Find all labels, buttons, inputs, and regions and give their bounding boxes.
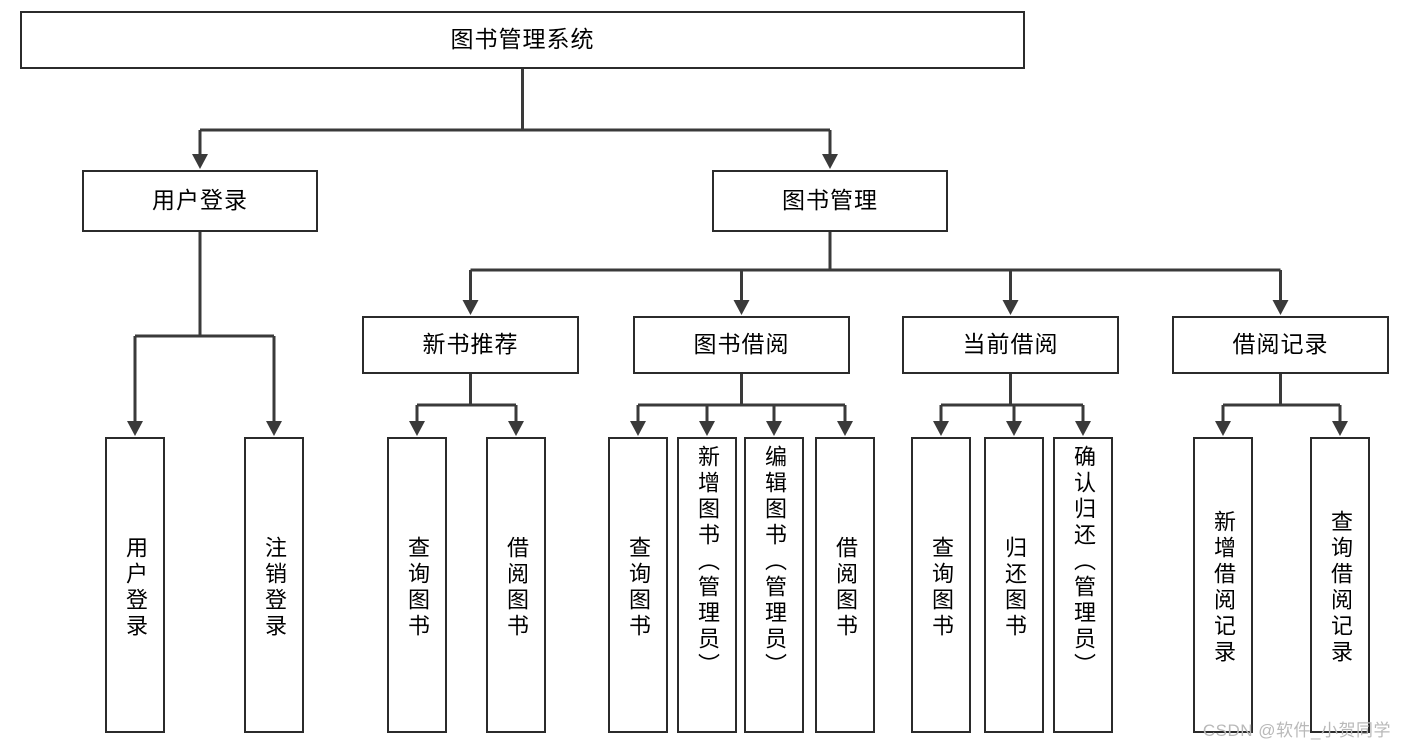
arrowhead-icon xyxy=(766,421,782,436)
node-current-borrow[interactable]: 当前借阅 xyxy=(902,316,1119,374)
node-leaf-query-book-borrow[interactable]: 查询图书 xyxy=(608,437,668,733)
node-leaf-return-book[interactable]: 归还图书 xyxy=(984,437,1044,733)
node-leaf-query-book-current[interactable]: 查询图书 xyxy=(911,437,971,733)
node-label-leaf-return-book: 归还图书 xyxy=(1001,536,1027,640)
node-label-leaf-borrow-book-rec: 借阅图书 xyxy=(503,536,529,640)
arrowhead-icon xyxy=(1215,421,1231,436)
node-label-current-borrow: 当前借阅 xyxy=(962,331,1059,358)
arrowhead-icon xyxy=(822,154,838,169)
node-leaf-query-record[interactable]: 查询借阅记录 xyxy=(1310,437,1370,733)
node-label-leaf-query-book-rec: 查询图书 xyxy=(404,536,430,640)
node-label-leaf-add-record: 新增借阅记录 xyxy=(1210,510,1236,666)
node-root[interactable]: 图书管理系统 xyxy=(20,11,1025,69)
arrowhead-icon xyxy=(409,421,425,436)
arrowhead-icon xyxy=(733,300,750,315)
node-leaf-confirm-return[interactable]: 确认归还（管理员） xyxy=(1053,437,1113,733)
node-borrow-record[interactable]: 借阅记录 xyxy=(1172,316,1389,374)
arrowhead-icon xyxy=(1006,421,1022,436)
node-label-leaf-confirm-return: 确认归还（管理员） xyxy=(1070,445,1096,679)
node-label-root: 图书管理系统 xyxy=(450,26,595,53)
arrowhead-icon xyxy=(837,421,853,436)
arrowhead-icon xyxy=(508,421,524,436)
node-leaf-query-book-rec[interactable]: 查询图书 xyxy=(387,437,447,733)
node-new-book-rec[interactable]: 新书推荐 xyxy=(362,316,579,374)
node-label-new-book-rec: 新书推荐 xyxy=(422,331,519,358)
node-leaf-borrow-book-rec[interactable]: 借阅图书 xyxy=(486,437,546,733)
arrowhead-icon xyxy=(1332,421,1348,436)
arrowhead-icon xyxy=(1002,300,1019,315)
arrowhead-icon xyxy=(127,421,143,436)
node-label-user-login: 用户登录 xyxy=(152,187,248,214)
node-leaf-user-login[interactable]: 用户登录 xyxy=(105,437,165,733)
arrowhead-icon xyxy=(192,154,208,169)
watermark-text: CSDN @软件_小贺同学 xyxy=(1202,721,1391,740)
arrowhead-icon xyxy=(462,300,479,315)
node-book-borrow[interactable]: 图书借阅 xyxy=(633,316,850,374)
node-leaf-logout[interactable]: 注销登录 xyxy=(244,437,304,733)
node-label-leaf-query-book-current: 查询图书 xyxy=(928,536,954,640)
node-label-leaf-add-book: 新增图书（管理员） xyxy=(694,445,720,679)
arrowhead-icon xyxy=(1075,421,1091,436)
node-label-leaf-borrow-book: 借阅图书 xyxy=(832,536,858,640)
arrowhead-icon xyxy=(699,421,715,436)
arrowhead-icon xyxy=(933,421,949,436)
arrowhead-icon xyxy=(266,421,282,436)
arrowhead-icon xyxy=(1272,300,1289,315)
node-leaf-add-book[interactable]: 新增图书（管理员） xyxy=(677,437,737,733)
node-label-borrow-record: 借阅记录 xyxy=(1232,331,1329,358)
node-label-leaf-user-login: 用户登录 xyxy=(122,536,148,640)
node-leaf-borrow-book[interactable]: 借阅图书 xyxy=(815,437,875,733)
node-label-leaf-logout: 注销登录 xyxy=(261,536,287,640)
node-label-leaf-edit-book: 编辑图书（管理员） xyxy=(761,445,787,679)
node-leaf-edit-book[interactable]: 编辑图书（管理员） xyxy=(744,437,804,733)
node-user-login[interactable]: 用户登录 xyxy=(82,170,318,232)
node-leaf-add-record[interactable]: 新增借阅记录 xyxy=(1193,437,1253,733)
node-label-leaf-query-record: 查询借阅记录 xyxy=(1327,510,1353,666)
node-book-manage[interactable]: 图书管理 xyxy=(712,170,948,232)
node-label-book-borrow: 图书借阅 xyxy=(693,331,790,358)
node-label-leaf-query-book-borrow: 查询图书 xyxy=(625,536,651,640)
arrowhead-icon xyxy=(630,421,646,436)
node-label-book-manage: 图书管理 xyxy=(782,187,878,214)
